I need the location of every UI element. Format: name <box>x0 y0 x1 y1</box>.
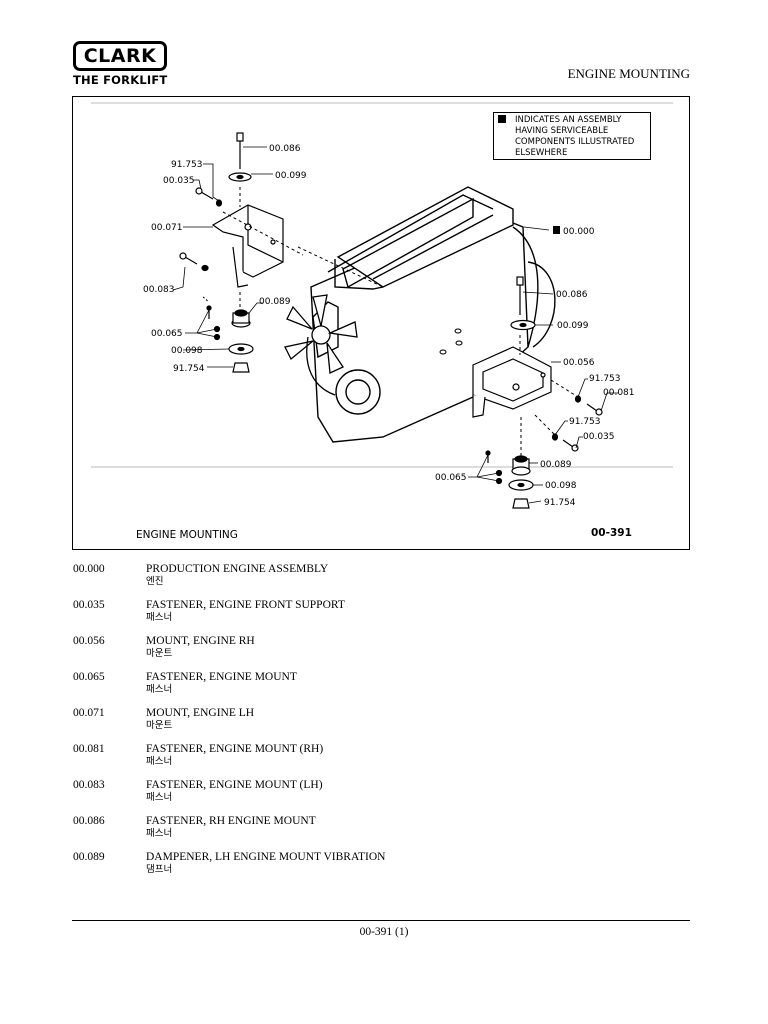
callout-c6: 00.083 <box>143 285 175 295</box>
part-row: 00.089 DAMPENER, LH ENGINE MOUNT VIBRATI… <box>73 851 693 887</box>
callout-c15: 91.753 <box>589 374 621 384</box>
callout-c11: 00.000 <box>563 227 595 237</box>
block-holes <box>439 328 463 355</box>
assembly-note: INDICATES AN ASSEMBLY HAVING SERVICEABLE… <box>493 112 651 160</box>
part-description: DAMPENER, LH ENGINE MOUNT VIBRATION <box>146 851 386 863</box>
part-description: FASTENER, RH ENGINE MOUNT <box>146 815 316 827</box>
leader-lines <box>172 146 619 504</box>
callout-c2: 91.753 <box>171 160 203 170</box>
assembly-note-text: INDICATES AN ASSEMBLY HAVING SERVICEABLE… <box>515 115 635 158</box>
part-number: 00.065 <box>73 671 105 683</box>
callout-c7: 00.089 <box>259 297 291 307</box>
part-korean: 패스너 <box>146 828 173 839</box>
part-description: FASTENER, ENGINE MOUNT (LH) <box>146 779 323 791</box>
part-description: MOUNT, ENGINE RH <box>146 635 255 647</box>
part-row: 00.081 FASTENER, ENGINE MOUNT (RH) 패스너 <box>73 743 693 779</box>
callout-c10: 91.754 <box>173 364 205 374</box>
part-description: FASTENER, ENGINE FRONT SUPPORT <box>146 599 345 611</box>
part-row: 00.086 FASTENER, RH ENGINE MOUNT 패스너 <box>73 815 693 851</box>
part-number: 00.056 <box>73 635 105 647</box>
part-korean: 패스너 <box>146 792 173 803</box>
lh-hardware <box>179 132 284 373</box>
footer-divider <box>72 920 690 921</box>
callout-c16: 00.081 <box>603 388 635 398</box>
figure-number: 00-391 <box>591 527 632 539</box>
assembly-marker-icon <box>553 226 560 234</box>
callout-c19: 00.089 <box>540 460 572 470</box>
logo-tagline: THE FORKLIFT <box>73 73 168 87</box>
part-description: FASTENER, ENGINE MOUNT (RH) <box>146 743 324 755</box>
fan <box>284 294 358 396</box>
page-title: ENGINE MOUNTING <box>567 66 690 81</box>
part-number: 00.083 <box>73 779 105 791</box>
part-korean: 엔진 <box>146 576 164 587</box>
exploded-diagram: 00.086 91.753 00.035 00.099 00.071 00.08… <box>72 96 690 550</box>
logo-word: CLARK <box>83 44 157 67</box>
callout-c12: 00.086 <box>556 290 588 300</box>
callout-c22: 91.754 <box>544 498 576 508</box>
part-row: 00.083 FASTENER, ENGINE MOUNT (LH) 패스너 <box>73 779 693 815</box>
part-korean: 마운트 <box>146 720 173 731</box>
callout-c17: 91.753 <box>569 417 601 427</box>
part-number: 00.081 <box>73 743 105 755</box>
part-number: 00.071 <box>73 707 105 719</box>
assembly-marker-icon <box>498 115 506 123</box>
callout-c13: 00.099 <box>557 321 589 331</box>
callout-c8: 00.065 <box>151 329 183 339</box>
part-row: 00.056 MOUNT, ENGINE RH 마운트 <box>73 635 693 671</box>
clark-logo: CLARK THE FORKLIFT <box>73 41 169 87</box>
callout-c20: 00.065 <box>435 473 467 483</box>
part-number: 00.035 <box>73 599 105 611</box>
callout-c14: 00.056 <box>563 358 595 368</box>
page-number: 00-391 (1) <box>359 926 409 938</box>
part-description: MOUNT, ENGINE LH <box>146 707 255 719</box>
callout-c21: 00.098 <box>545 481 577 491</box>
part-row: 00.000 PRODUCTION ENGINE ASSEMBLY 엔진 <box>73 563 693 599</box>
rh-hardware <box>472 276 603 509</box>
callout-c9: 00.098 <box>171 346 203 356</box>
engine-mounting-drawing: 00.086 91.753 00.035 00.099 00.071 00.08… <box>91 102 673 509</box>
callout-c3: 00.035 <box>163 176 195 186</box>
part-number: 00.000 <box>73 563 105 575</box>
part-korean: 패스너 <box>146 756 173 767</box>
part-row: 00.065 FASTENER, ENGINE MOUNT 패스너 <box>73 671 693 707</box>
part-korean: 패스너 <box>146 684 173 695</box>
part-description: PRODUCTION ENGINE ASSEMBLY <box>146 563 329 575</box>
part-number: 00.086 <box>73 815 105 827</box>
figure-caption: ENGINE MOUNTING <box>136 529 238 541</box>
callout-c5: 00.071 <box>151 223 183 233</box>
part-korean: 패스너 <box>146 612 173 623</box>
part-description: FASTENER, ENGINE MOUNT <box>146 671 297 683</box>
part-korean: 댐프너 <box>146 864 173 875</box>
part-korean: 마운트 <box>146 648 173 659</box>
parts-list: 00.000 PRODUCTION ENGINE ASSEMBLY 엔진 00.… <box>73 563 693 887</box>
callout-c4: 00.099 <box>275 171 307 181</box>
logo-box: CLARK <box>73 41 167 71</box>
part-number: 00.089 <box>73 851 105 863</box>
callout-c1: 00.086 <box>269 144 301 154</box>
part-row: 00.071 MOUNT, ENGINE LH 마운트 <box>73 707 693 743</box>
part-row: 00.035 FASTENER, ENGINE FRONT SUPPORT 패스… <box>73 599 693 635</box>
callout-c18: 00.035 <box>583 432 615 442</box>
